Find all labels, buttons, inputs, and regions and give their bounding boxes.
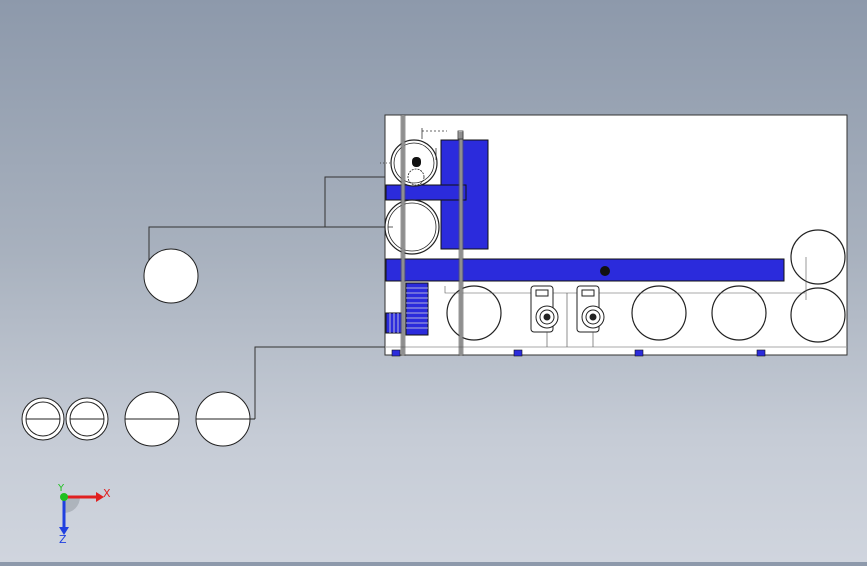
frame-feet xyxy=(391,349,766,357)
y-axis-icon xyxy=(60,493,68,501)
pump-left xyxy=(530,285,559,333)
y-axis-label: Y xyxy=(57,483,65,494)
frame-rails xyxy=(401,115,463,356)
x-axis-label: X xyxy=(103,487,111,500)
blue-tank-arm xyxy=(385,184,467,201)
top-tank-lower xyxy=(384,199,440,255)
bar-nozzle xyxy=(600,266,610,276)
explode-lines xyxy=(148,176,445,419)
exploded-tank-single[interactable] xyxy=(143,248,199,304)
z-axis-label: Z xyxy=(59,533,67,546)
exploded-tank-row[interactable] xyxy=(21,391,255,447)
blue-stair xyxy=(385,282,429,336)
pump-right xyxy=(576,285,605,333)
blue-conveyor-bar xyxy=(385,258,785,282)
main-frame[interactable] xyxy=(380,114,848,357)
axis-triad[interactable]: X Y Z xyxy=(57,483,111,546)
